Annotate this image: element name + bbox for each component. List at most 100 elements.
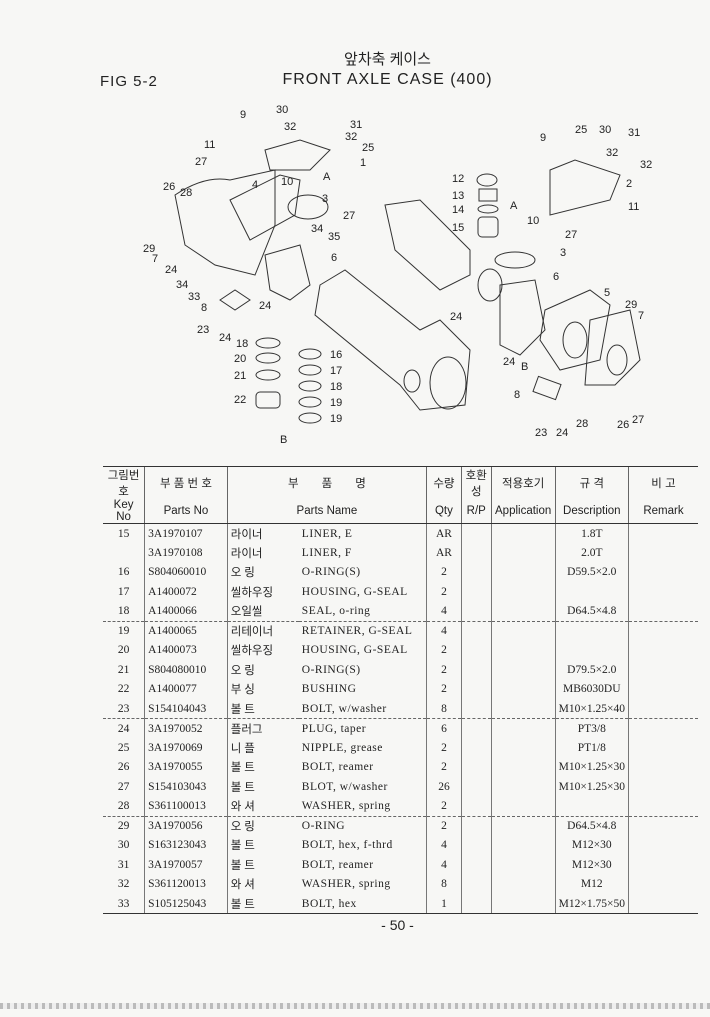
part-name-korean: 라이너 (226, 543, 299, 563)
callout-label: 35 (328, 231, 340, 243)
callout-label: 7 (638, 310, 644, 322)
rp (460, 777, 492, 797)
part-name: BOLT, reamer (301, 858, 374, 871)
quantity: 4 (426, 601, 462, 622)
key-no: 16 (117, 566, 130, 579)
part-name-korean: 라이너 (226, 523, 299, 543)
part-number: 3A1970069 (144, 738, 228, 758)
key-no: 15 (117, 527, 130, 540)
callout-label: 6 (331, 252, 337, 264)
part-number: 3A1970057 (144, 855, 228, 875)
callout-label: 13 (452, 190, 464, 202)
description: M12×30 (554, 835, 629, 855)
callout-label: 24 (259, 300, 271, 312)
quantity: 8 (426, 874, 462, 894)
part-name-korean: 니 플 (226, 738, 299, 758)
callout-label: 26 (163, 181, 175, 193)
part-number: A1400073 (144, 640, 228, 660)
callout-label: 1 (360, 157, 366, 169)
part-name-korean: 오일씰 (226, 601, 299, 622)
rp (460, 562, 492, 582)
part-name-korean: 볼 트 (226, 894, 299, 914)
part-number: 3A1970056 (144, 816, 228, 836)
part-number: S804080010 (144, 660, 228, 680)
rp (460, 796, 492, 817)
rp (460, 601, 492, 622)
key-no: 17 (117, 585, 130, 598)
key-no: 21 (117, 663, 130, 676)
quantity: 8 (426, 699, 462, 719)
callout-label: A (510, 200, 518, 212)
application (490, 621, 556, 641)
callout-label: 2 (626, 178, 632, 190)
col-description-en: Description (554, 499, 629, 524)
part-name: BOLT, hex (298, 894, 427, 914)
key-no: 24 (117, 722, 130, 735)
key-no: 26 (117, 761, 130, 774)
part-number: S105125043 (144, 894, 228, 914)
callout-label: 24 (450, 311, 462, 323)
rp (460, 894, 492, 914)
part-name-korean: 오 링 (226, 562, 299, 582)
callout-label: 16 (330, 349, 342, 361)
description: 2.0T (554, 543, 629, 563)
description (554, 640, 629, 660)
quantity: 2 (426, 640, 462, 660)
callout-label: 25 (575, 124, 587, 136)
part-name-korean: 와 셔 (226, 796, 299, 817)
part-name: O-RING(S) (301, 566, 361, 579)
part-number: 3A1970108 (144, 543, 228, 563)
application (490, 523, 556, 543)
application (490, 894, 556, 914)
description: D64.5×4.8 (554, 601, 629, 622)
rp (460, 523, 492, 543)
callout-label: 14 (452, 204, 464, 216)
description: M12×1.75×50 (554, 894, 629, 914)
callout-label: 4 (252, 179, 258, 191)
col-parts-name: 부 품 명 (226, 466, 427, 499)
part-name-korean: 와 셔 (226, 874, 299, 894)
remark (627, 543, 698, 563)
figure-number: FIG 5-2 (100, 73, 158, 90)
rp (460, 660, 492, 680)
key-no: 23 (103, 699, 145, 719)
part-name: WASHER, spring (301, 878, 391, 891)
rp (460, 640, 492, 660)
callout-label: 28 (576, 418, 588, 430)
application (490, 738, 556, 758)
callout-label: 3 (560, 247, 566, 259)
callout-label: 18 (330, 381, 342, 393)
rp (460, 621, 492, 641)
title-korean: 앞차축 케이스 (344, 51, 431, 68)
part-name: O-RING (301, 820, 346, 832)
callout-label: 11 (628, 201, 639, 213)
part-name-korean: 오 링 (226, 660, 299, 680)
description: M10×1.25×30 (554, 777, 629, 797)
callout-label: 23 (197, 324, 209, 336)
key-no (103, 543, 145, 563)
callout-label: 24 (219, 332, 231, 344)
callout-label: 34 (311, 223, 323, 235)
part-name-korean: 오 링 (226, 816, 299, 836)
rp (460, 718, 492, 738)
callout-label: 10 (281, 176, 293, 188)
part-name: WASHER, spring (298, 796, 427, 817)
part-name-korean: 볼 트 (226, 855, 299, 875)
parts-table: 그림번호 부 품 번 호 부 품 명 수량 호환성 적용호기 규 격 비 고 K… (103, 466, 698, 914)
rp (460, 835, 492, 855)
col-parts-name-en: Parts Name (226, 499, 427, 524)
description: 1.8T (554, 523, 629, 543)
part-name: HOUSING, G-SEAL (301, 644, 408, 657)
remark (627, 621, 698, 641)
part-name: BLOT, w/washer (301, 780, 388, 793)
col-application-en: Application (490, 499, 556, 524)
col-key-no-en: Key No (103, 499, 145, 524)
callout-label: 32 (606, 147, 618, 159)
